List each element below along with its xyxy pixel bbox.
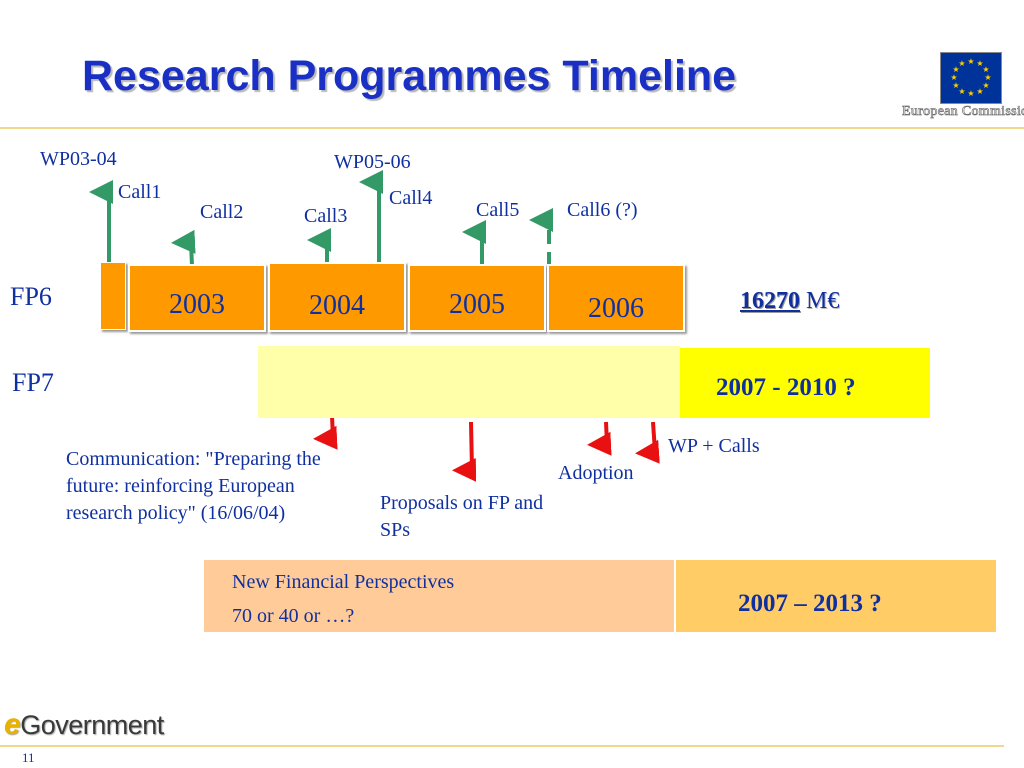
call6-label: Call6 (?) [567, 199, 638, 221]
svg-text:★: ★ [952, 81, 959, 90]
financial-period-box [674, 560, 996, 632]
call1-label: Call1 [118, 181, 162, 203]
call5-label: Call5 [476, 199, 520, 221]
svg-text:★: ★ [958, 59, 965, 68]
fp7-label: FP7 [12, 368, 54, 397]
fp6-start-bar [100, 262, 126, 330]
wp0304-label: WP03-04 [40, 148, 117, 170]
svg-text:★: ★ [976, 87, 983, 96]
year-2004: 2004 [309, 290, 365, 321]
financial-perspectives-text: New Financial Perspectives 70 or 40 or …… [232, 565, 454, 633]
svg-text:★: ★ [952, 65, 959, 74]
proposals-note: Proposals on FP and SPs [380, 492, 544, 541]
eu-logo-text: European Commission [902, 104, 1024, 120]
call3-label: Call3 [304, 205, 348, 227]
year-2006-box: 2006 [547, 264, 685, 332]
call2-label: Call2 [200, 201, 244, 223]
svg-text:★: ★ [984, 73, 991, 82]
eu-flag-icon: ★ ★ ★ ★ ★ ★ ★ ★ ★ ★ ★ ★ [940, 52, 1002, 104]
communication-arrow [313, 415, 338, 450]
fp7-period: 2007 - 2010 ? [716, 374, 856, 401]
svg-text:★: ★ [976, 59, 983, 68]
fp6-budget: 16270 M€ [740, 288, 839, 315]
svg-text:★: ★ [967, 89, 974, 98]
fp7-period-box [680, 348, 930, 418]
wp0506-label: WP05-06 [334, 151, 411, 173]
year-2003-box: 2003 [128, 264, 266, 332]
adoption-arrow [587, 421, 612, 456]
call2-arrow [171, 229, 196, 267]
financial-perspectives-box [204, 560, 674, 632]
financial-line-1: New Financial Perspectives [232, 571, 455, 593]
top-rule [0, 127, 1024, 129]
fp6-label: FP6 [10, 282, 52, 311]
year-2005: 2005 [449, 289, 505, 320]
page-title: Research Programmes Timeline [82, 52, 737, 100]
wp-calls-note: WP + Calls [668, 435, 760, 457]
financial-period: 2007 – 2013 ? [738, 590, 882, 617]
year-2006: 2006 [588, 293, 644, 324]
svg-text:★: ★ [982, 81, 989, 90]
fp7-preparation-bar [258, 346, 680, 418]
fp6-budget-value: 16270 [740, 288, 800, 314]
bottom-rule [0, 745, 1004, 747]
fp6-budget-unit: M€ [800, 288, 840, 314]
svg-text:★: ★ [967, 57, 974, 66]
egovernment-logo: eGovernment [4, 708, 164, 742]
proposals-arrow [452, 421, 477, 482]
svg-text:★: ★ [958, 87, 965, 96]
wp-calls-arrow [635, 421, 660, 464]
call4-label: Call4 [389, 187, 433, 209]
adoption-note: Adoption [558, 462, 634, 484]
year-2003: 2003 [169, 289, 225, 320]
logo-e: e [4, 708, 21, 741]
year-2005-box: 2005 [408, 264, 546, 332]
page-number: 11 [22, 750, 35, 765]
financial-line-2: 70 or 40 or …? [232, 605, 355, 627]
svg-text:★: ★ [950, 73, 957, 82]
svg-text:★: ★ [982, 65, 989, 74]
logo-rest: Government [20, 710, 164, 740]
year-2004-box: 2004 [268, 262, 406, 332]
communication-note: Communication: "Preparing the future: re… [66, 448, 321, 524]
